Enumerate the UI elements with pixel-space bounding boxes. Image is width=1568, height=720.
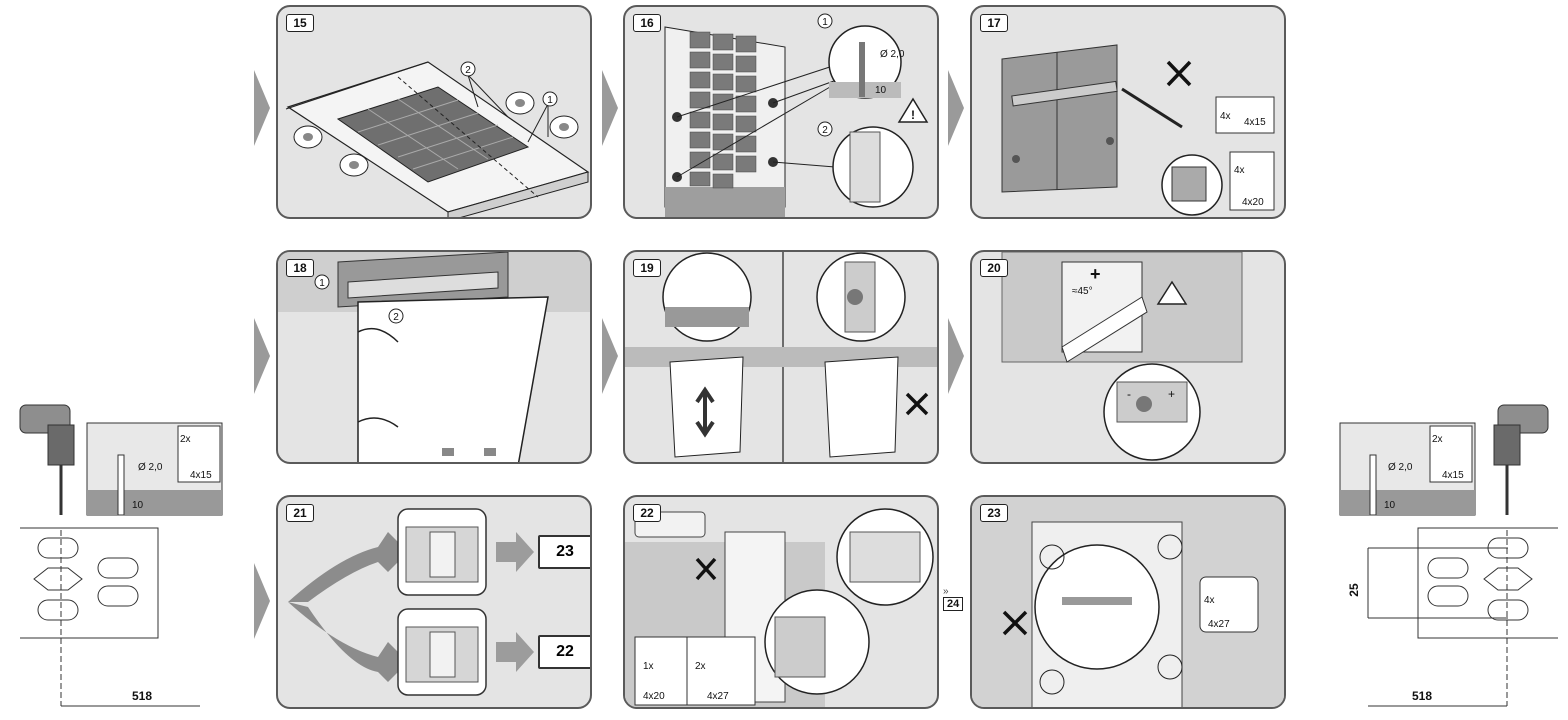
side-drill-depth: 10 <box>132 500 144 511</box>
callout-2: 2 <box>465 65 471 76</box>
callout-1: 1 <box>547 95 553 106</box>
screw-size-label: 4x27 <box>1208 619 1230 630</box>
qty-label: 1x <box>643 661 654 672</box>
secure-appliance-illustration: 4x 4x27 <box>972 497 1284 707</box>
screw-size-label: 4x27 <box>707 691 729 702</box>
decision-flow-illustration <box>288 508 534 696</box>
qty-label: 4x <box>1234 165 1245 176</box>
step-number: 15 <box>286 14 314 32</box>
warning-icon <box>1156 280 1188 305</box>
flow-arrow <box>254 563 270 639</box>
drill-diameter-label: Ø 2,0 <box>880 49 905 60</box>
prohibited-icon <box>905 392 929 416</box>
go-to-step-22-box[interactable]: 22 <box>538 635 590 669</box>
plus-sign: + <box>1090 264 1101 284</box>
next-step-indicator[interactable]: » 24 <box>943 586 964 611</box>
door-mounting-rail-illustration: 4x 4x15 4x 4x20 <box>1001 44 1275 216</box>
side-qty-label: 2x <box>180 434 191 445</box>
callout-1: 1 <box>319 278 325 289</box>
door-adjust-illustration <box>625 252 937 462</box>
prohibited-icon <box>1166 60 1192 87</box>
step-number: 22 <box>633 504 661 522</box>
side-dim-distance: 518 <box>1412 689 1432 703</box>
flow-arrow <box>602 70 618 146</box>
side-drill-depth: 10 <box>1384 500 1396 511</box>
side-drill-diameter: Ø 2,0 <box>138 462 163 473</box>
step-number: 17 <box>980 14 1008 32</box>
svg-text:!: ! <box>911 108 915 122</box>
step-18-panel: 18 1 2 <box>276 250 592 464</box>
step-number: 18 <box>286 259 314 277</box>
side-drill-diameter: Ø 2,0 <box>1388 462 1413 473</box>
step-19-panel: 19 <box>623 250 939 464</box>
go-to-step-23-box[interactable]: 23 <box>538 535 590 569</box>
side-dim-spacing: 25 <box>1347 583 1361 597</box>
side-panel-fixing-illustration: 1x 4x20 2x 4x27 <box>625 508 934 707</box>
step-number: 23 <box>980 504 1008 522</box>
right-drill-reference: Ø 2,0 10 2x 4x15 25 518 <box>1328 390 1568 720</box>
prohibited-icon <box>1002 610 1028 636</box>
next-step-number: 24 <box>943 597 964 611</box>
flow-arrow <box>602 318 618 394</box>
flow-arrow <box>254 318 270 394</box>
plus-sign: + <box>1168 387 1175 401</box>
side-qty-label: 2x <box>1432 434 1443 445</box>
screw-size-label: 4x15 <box>1244 117 1266 128</box>
drill-depth-label: 10 <box>875 85 887 96</box>
step-20-panel: 20 ≈45° + - + <box>970 250 1286 464</box>
flow-arrow <box>254 70 270 146</box>
door-tension-illustration: ≈45° + - + <box>1001 252 1243 461</box>
screw-size-label: 4x20 <box>1242 197 1264 208</box>
step-number: 20 <box>980 259 1008 277</box>
step-number: 16 <box>633 14 661 32</box>
angle-label: ≈45° <box>1072 286 1093 297</box>
qty-label: 4x <box>1204 595 1215 606</box>
step-number: 19 <box>633 259 661 277</box>
step-23-panel: 23 4x 4x27 <box>970 495 1286 709</box>
side-dim-distance: 518 <box>132 689 152 703</box>
flow-arrow <box>948 70 964 146</box>
step-22-panel: 22 1x 4x20 2x 4x27 <box>623 495 939 709</box>
door-panel-template-illustration: 2 1 <box>285 61 590 217</box>
qty-label: 4x <box>1220 111 1231 122</box>
screw-size-label: 4x20 <box>643 691 665 702</box>
flow-arrow <box>948 318 964 394</box>
step-21-panel: 21 23 22 <box>276 495 592 709</box>
prohibited-icon <box>695 557 717 581</box>
left-drill-reference: Ø 2,0 10 2x 4x15 518 <box>10 390 250 720</box>
template-on-door-illustration: Ø 2,0 10 1 ! 2 <box>664 13 929 217</box>
callout-2: 2 <box>822 125 828 136</box>
step-15-panel: 15 2 1 <box>276 5 592 219</box>
step-17-panel: 17 4x 4x15 4x 4x20 <box>970 5 1286 219</box>
side-screw-label: 4x15 <box>1442 470 1464 481</box>
qty-label: 2x <box>695 661 706 672</box>
step-16-panel: 16 Ø 2,0 10 1 ! 2 <box>623 5 939 219</box>
warning-icon <box>897 97 929 123</box>
hang-door-illustration: 1 2 <box>278 252 590 462</box>
step-number: 21 <box>286 504 314 522</box>
minus-sign: - <box>1127 387 1131 401</box>
side-screw-label: 4x15 <box>190 470 212 481</box>
callout-2: 2 <box>393 312 399 323</box>
callout-1: 1 <box>822 17 828 28</box>
